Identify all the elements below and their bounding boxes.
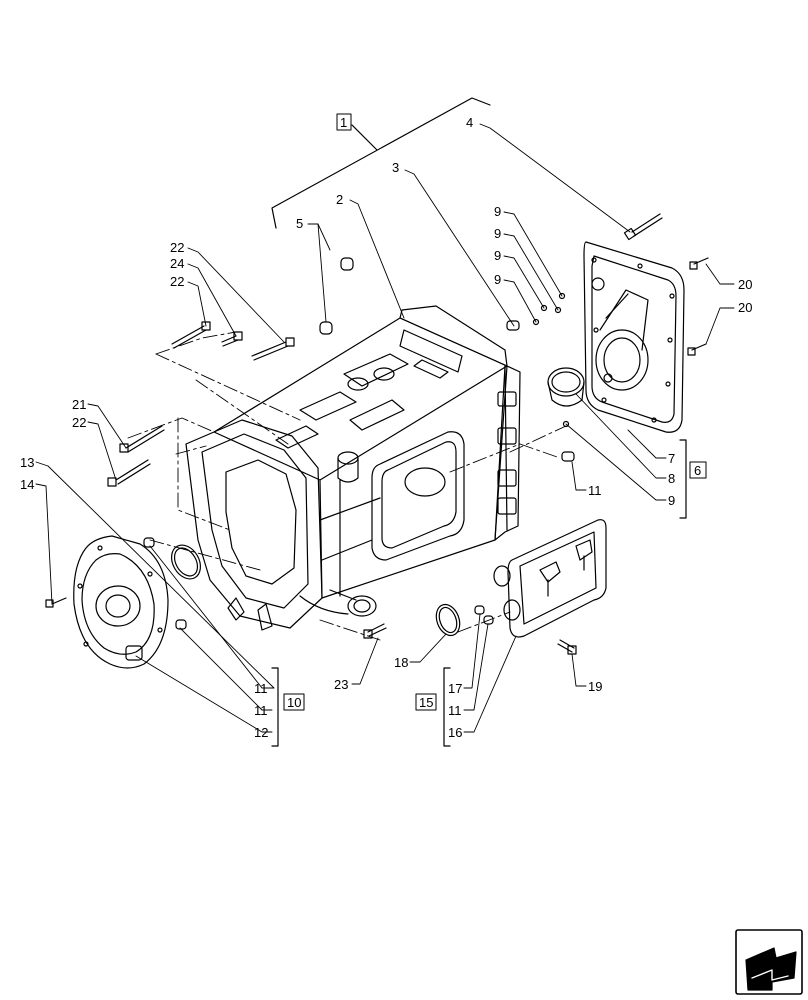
right-side-cover (583, 241, 685, 433)
part-label-5: 5 (296, 216, 303, 231)
seal-ring (547, 367, 585, 407)
part-label-23: 23 (334, 677, 348, 692)
bottom-right-cover (493, 519, 607, 638)
part-label-21: 21 (72, 397, 86, 412)
part-label-20a: 20 (738, 277, 752, 292)
part-label-9b: 9 (494, 226, 501, 241)
part-label-20b: 20 (738, 300, 752, 315)
part-label-11d: 11 (254, 703, 268, 718)
part-label-11b: 11 (448, 703, 462, 718)
group-1-bracket (271, 97, 491, 229)
part-label-9d: 9 (494, 272, 501, 287)
rear-left-cover (73, 535, 169, 669)
o-ring-left (170, 544, 202, 580)
part-label-22c: 22 (72, 415, 86, 430)
part-label-9a: 9 (494, 204, 501, 219)
group-label-texts: 1 6 10 15 (287, 115, 701, 710)
group-brackets (271, 439, 687, 747)
part-label-8: 8 (668, 471, 675, 486)
part-label-22b: 22 (170, 274, 184, 289)
label-boxes (283, 113, 707, 711)
part-label-3: 3 (392, 160, 399, 175)
navigation-arrow-icon[interactable] (735, 929, 803, 995)
part-label-24: 24 (170, 256, 184, 271)
part-label-9c: 9 (494, 248, 501, 263)
part-label-13: 13 (20, 455, 34, 470)
part-label-7: 7 (668, 451, 675, 466)
part-label-12: 12 (254, 725, 268, 740)
group-label-15: 15 (419, 695, 433, 710)
group-label-6: 6 (694, 463, 701, 478)
part-label-4: 4 (466, 115, 473, 130)
part-label-2: 2 (336, 192, 343, 207)
bolts-and-pins (45, 213, 709, 655)
part-label-11a: 11 (588, 483, 602, 498)
part-label-19: 19 (588, 679, 602, 694)
part-label-texts: 2 3 4 5 9 9 9 9 22 24 22 20 20 21 22 13 … (20, 115, 752, 740)
part-label-16: 16 (448, 725, 462, 740)
part-label-11c: 11 (254, 681, 268, 696)
assembly-axis-lines (127, 331, 567, 641)
part-label-22a: 22 (170, 240, 184, 255)
part-label-9e: 9 (668, 493, 675, 508)
transmission-housing (185, 305, 521, 631)
part-label-18: 18 (394, 655, 408, 670)
leader-lines (35, 123, 735, 733)
part-label-17: 17 (448, 681, 462, 696)
o-ring-bottom (435, 603, 461, 637)
part-label-14: 14 (20, 477, 34, 492)
group-label-10: 10 (287, 695, 301, 710)
group-label-1: 1 (340, 115, 347, 130)
